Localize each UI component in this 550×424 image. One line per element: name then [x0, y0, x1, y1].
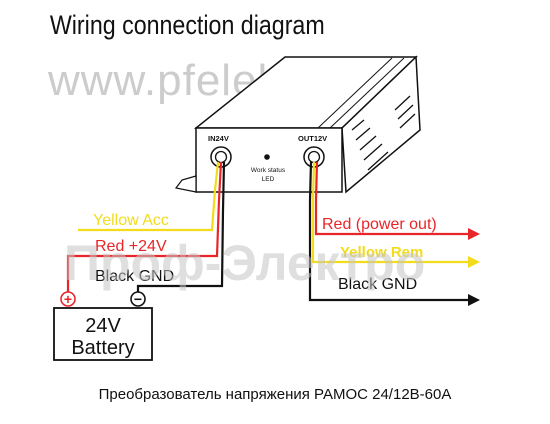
vent-slots	[351, 95, 416, 171]
out-port-label: OUT12V	[298, 134, 327, 143]
out-port-hole	[307, 150, 321, 164]
battery-plus-sign: +	[64, 291, 72, 307]
converter-device: IN24V OUT12V Work status LED	[174, 55, 421, 194]
label-black-gnd-in: Black GND	[95, 268, 174, 285]
device-side-face	[341, 55, 421, 194]
label-yellow-acc: Yellow Acc	[93, 212, 169, 229]
battery-label: Battery	[71, 337, 134, 359]
label-yellow-rem: Yellow Rem	[340, 244, 423, 261]
label-red-24v: Red +24V	[95, 238, 167, 255]
battery: + − 24V Battery	[53, 291, 153, 361]
battery-minus-sign: −	[134, 291, 142, 307]
heatsink-fins	[317, 57, 405, 129]
wire-red-24v	[66, 161, 223, 296]
input-wires	[66, 161, 226, 296]
led-label-line1: Work status	[251, 167, 286, 174]
in-port-label: IN24V	[208, 134, 229, 143]
wire-black-gnd-in	[136, 161, 226, 296]
wire-yellow-rem	[311, 161, 468, 264]
diagram-title: Wiring connection diagram	[50, 10, 325, 40]
label-black-gnd-out: Black GND	[338, 276, 417, 293]
wire-black-gnd-out	[308, 161, 468, 302]
label-red-power-out: Red (power out)	[322, 216, 437, 233]
arrow-black-out	[468, 294, 480, 306]
product-caption: Преобразователь напряжения PAMOC 24/12В-…	[98, 386, 452, 403]
battery-plus-terminal	[60, 291, 76, 307]
arrow-yellow-out	[468, 256, 480, 268]
arrow-red-out	[468, 228, 480, 240]
mounting-flange	[174, 175, 197, 193]
status-led	[264, 154, 270, 160]
battery-minus-terminal	[130, 291, 146, 307]
battery-voltage: 24V	[85, 315, 121, 337]
wire-yellow-acc	[78, 161, 220, 232]
wire-red-power-out	[314, 161, 468, 236]
led-label-line2: LED	[262, 176, 275, 183]
in-port-hole	[214, 150, 228, 164]
battery-body	[53, 307, 153, 361]
watermark-brand: Проф-Электро	[64, 235, 425, 291]
output-wires	[308, 161, 468, 302]
